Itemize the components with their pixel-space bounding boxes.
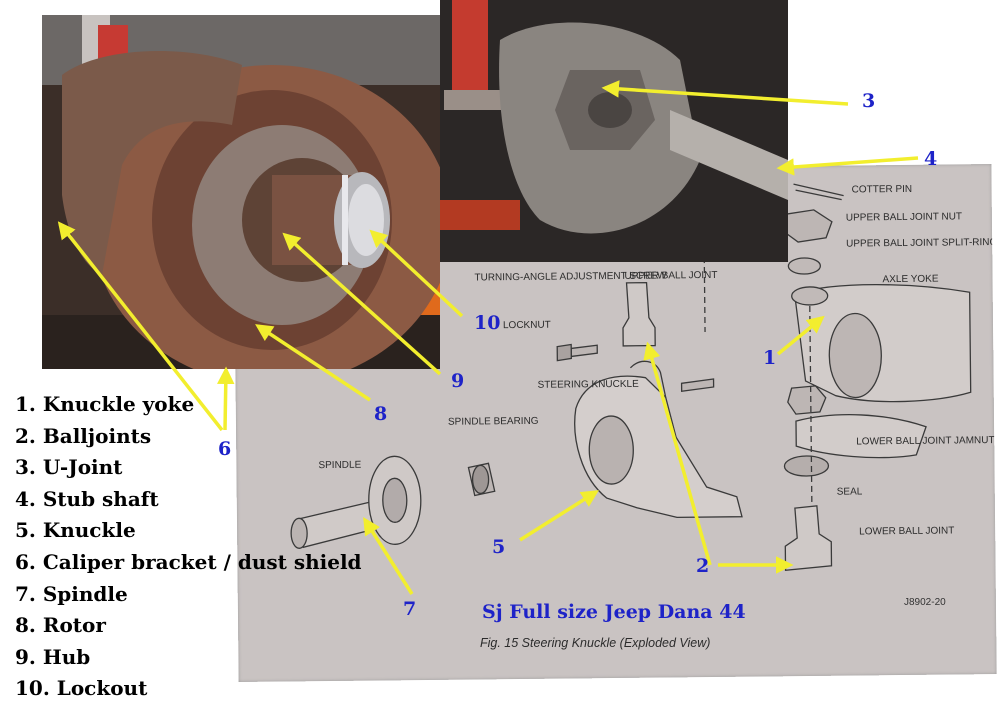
split-ring-seat-shape: [787, 257, 822, 275]
legend-item: 4. Stub shaft: [15, 486, 159, 511]
callout-9: 9: [451, 370, 465, 392]
arrow-9: [282, 232, 442, 376]
arrow-6b: [217, 366, 235, 431]
caliper-bracket-shape: [62, 51, 242, 275]
callout-5: 5: [492, 536, 506, 558]
legend-item: 2. Balljoints: [15, 423, 152, 448]
legend-item: 8. Rotor: [15, 613, 106, 638]
figure-code: J8902-20: [904, 597, 946, 608]
photo-ujoint: [440, 0, 788, 262]
legend-item: 7. Spindle: [15, 581, 128, 606]
axle-yoke-bore: [828, 312, 882, 399]
photo-hub-rotor: [42, 15, 440, 369]
legend-item: 6. Caliper bracket / dust shield: [15, 549, 362, 574]
callout-6: 6: [218, 438, 232, 460]
arrow-1: [776, 315, 825, 356]
callout-8: 8: [374, 403, 388, 425]
ujoint-photo-drawing: [440, 0, 788, 262]
arrow-4: [776, 156, 919, 176]
arrow-6a: [57, 221, 224, 432]
callout-3: 3: [862, 90, 876, 112]
legend-item: 9. Hub: [15, 644, 91, 669]
diagram-title: Sj Full size Jeep Dana 44: [482, 601, 746, 623]
arrow-2a: [643, 341, 712, 566]
legend-item: 5. Knuckle: [15, 518, 136, 543]
arrow-10: [369, 229, 464, 318]
legend-item: 10. Lockout: [15, 676, 148, 701]
parts-legend: 1. Knuckle yoke 2. Balljoints 3. U-Joint…: [15, 389, 362, 705]
callout-10: 10: [474, 312, 501, 334]
callout-2: 2: [696, 555, 710, 577]
arrow-5: [519, 490, 599, 542]
lower-jamnut-shape: [787, 385, 827, 415]
callout-1: 1: [763, 347, 777, 369]
arrow-7: [363, 517, 414, 595]
callout-7: 7: [403, 598, 417, 620]
legend-item: 1. Knuckle yoke: [15, 392, 195, 416]
callout-4: 4: [924, 148, 938, 170]
legend-item: 3. U-Joint: [15, 455, 123, 480]
arrow-8: [255, 324, 371, 402]
hub-photo-drawing: [42, 15, 440, 369]
lower-ball-joint-shape: [784, 505, 833, 571]
figure-caption: Fig. 15 Steering Knuckle (Exploded View): [480, 636, 711, 650]
seal-shape: [783, 455, 830, 477]
arrow-3: [601, 80, 849, 106]
cotter-pin-shape: [793, 183, 844, 201]
stub-shaft-shape: [670, 110, 788, 200]
